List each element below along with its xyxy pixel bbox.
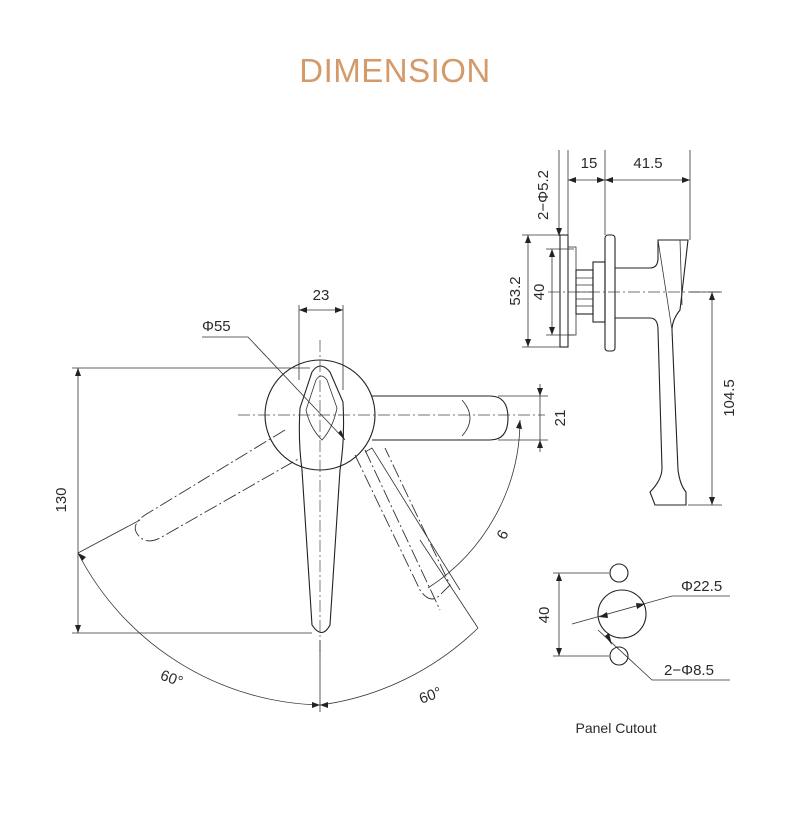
dim-21-label: 21 <box>552 410 569 427</box>
side-handle <box>615 239 689 506</box>
handle-grip <box>305 375 338 441</box>
dim-15-label: 15 <box>581 155 598 172</box>
handle-right30-centre <box>364 449 441 611</box>
handle-right30-ghost <box>354 447 451 600</box>
flange <box>604 234 616 352</box>
dim-hole-label: 2−Φ5.2 <box>535 170 552 220</box>
handle-right-edge <box>364 447 461 591</box>
cutout-centre-hole <box>597 589 647 639</box>
dim-104-5-label: 104.5 <box>721 379 738 417</box>
cutout-caption: Panel Cutout <box>576 720 657 736</box>
arc-right-60 <box>319 627 479 706</box>
arc-left-60 <box>77 552 321 706</box>
dim-8-5-label: 2−Φ8.5 <box>664 662 714 679</box>
dim-53-2-label: 53.2 <box>507 276 524 305</box>
front-view: 23 Φ55 21 130 60° 60° 6 <box>53 287 569 712</box>
panel-cutout: 40 Φ22.5 2−Φ8.5 Panel Cutout <box>536 563 730 736</box>
page-title: DIMENSION <box>299 52 491 89</box>
dim-130-label: 130 <box>53 487 70 512</box>
dim-6-label: 6 <box>494 527 513 542</box>
angle-right-label: 60° <box>417 684 444 708</box>
handle-down <box>298 365 345 634</box>
cutout-hole-bottom <box>609 646 629 666</box>
side-view: 15 41.5 2−Φ5.2 53.2 40 104.5 <box>507 150 738 506</box>
cutout-hole-top <box>609 563 629 583</box>
dim-22-5-label: Φ22.5 <box>681 578 722 595</box>
handle-right <box>372 395 509 441</box>
handle-left-ghost <box>134 429 301 542</box>
handle-right-tip <box>461 399 471 437</box>
dim-55-label: Φ55 <box>202 318 231 335</box>
arc-right-90 <box>427 419 521 589</box>
panel <box>559 234 569 348</box>
angle-left-label: 60° <box>158 667 185 691</box>
dim-23-label: 23 <box>313 287 330 304</box>
dim-40-cutout-label: 40 <box>536 607 553 624</box>
dim-40-side-label: 40 <box>531 284 548 301</box>
dim-41-5-label: 41.5 <box>633 155 662 172</box>
